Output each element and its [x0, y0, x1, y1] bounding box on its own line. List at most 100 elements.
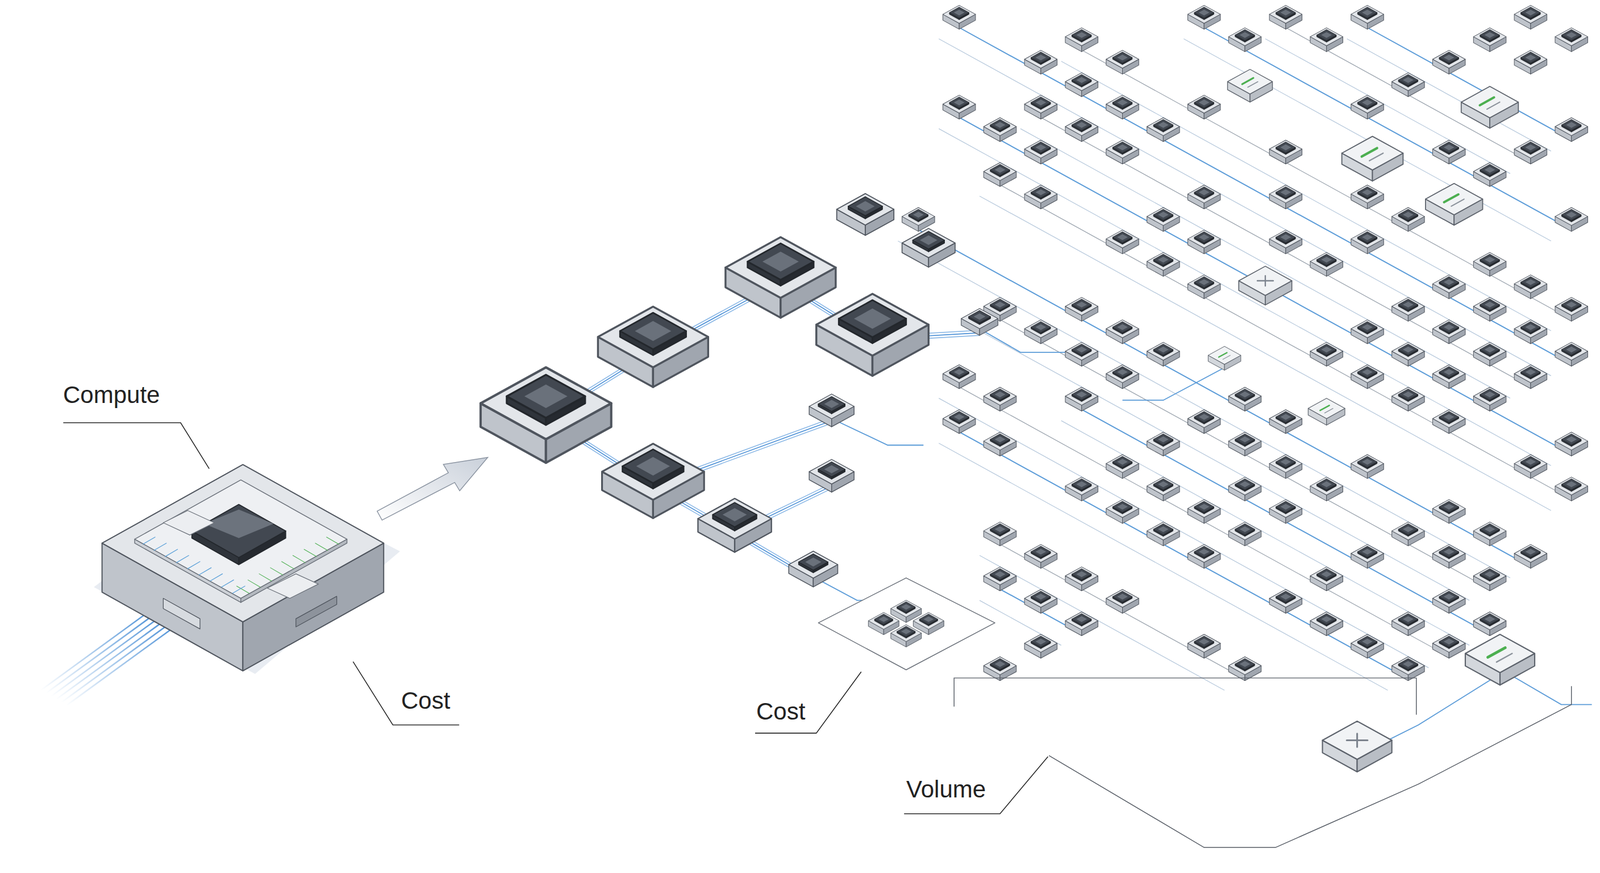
bus-wire [938, 38, 1552, 376]
chip-die [1280, 413, 1291, 420]
processor-chip [1316, 29, 1336, 41]
compute-module [1228, 656, 1261, 675]
compute-module [1187, 409, 1220, 428]
compute-module [1392, 386, 1425, 406]
chip-die [1157, 436, 1169, 443]
chip-die [1076, 76, 1087, 83]
compute-module [961, 308, 999, 329]
chip-die [1443, 144, 1455, 150]
port-mark [1222, 355, 1231, 360]
compute-module [1106, 319, 1139, 339]
compute-module [1269, 5, 1302, 24]
processor-chip [1194, 186, 1214, 198]
compute-module [1106, 499, 1139, 518]
chip-die [994, 301, 1006, 308]
compute-module [942, 409, 975, 428]
compute-module [1473, 521, 1506, 540]
processor-chip [1194, 97, 1214, 108]
chip-die [1280, 144, 1291, 150]
processor-chip [1153, 119, 1173, 131]
compute-module [1106, 589, 1139, 608]
chip-die [1280, 9, 1291, 16]
compute-module [1269, 589, 1302, 608]
chip-die [1280, 189, 1291, 195]
network-switch [1238, 265, 1292, 295]
processor-chip [990, 568, 1010, 580]
compute-module [1392, 611, 1425, 630]
port-mark [1369, 152, 1383, 161]
processor-chip [1439, 142, 1459, 153]
compute-module [1392, 297, 1425, 316]
trace-line [210, 573, 223, 582]
processor-chip [1031, 142, 1051, 153]
processor-chip [1357, 186, 1377, 198]
processor-chip [990, 388, 1010, 400]
chip-die [1035, 548, 1047, 554]
processor-chip [1194, 231, 1214, 243]
processor-chip [1194, 546, 1214, 557]
processor-chip [990, 523, 1010, 535]
compute-module [1065, 342, 1098, 361]
chip-die [1402, 76, 1414, 83]
bus-wire [938, 128, 1552, 466]
compute-module [1351, 5, 1384, 24]
compute-module [480, 367, 612, 439]
processor-chip [1112, 231, 1132, 243]
compute-module [983, 656, 1016, 675]
processor-chip [1561, 29, 1581, 41]
compute-module [1432, 50, 1465, 69]
chip-die [1361, 458, 1373, 465]
processor-chip [1153, 253, 1173, 265]
processor-chip [990, 434, 1010, 445]
chip-die [1484, 301, 1496, 308]
chip-die [1239, 481, 1251, 487]
scale-arrow [377, 457, 489, 520]
chip-die [994, 436, 1006, 443]
chip-die [1076, 481, 1087, 487]
group-outline [818, 577, 995, 670]
port-mark [1247, 81, 1258, 88]
wire-layer [546, 27, 1593, 756]
chip-die [1565, 211, 1577, 218]
chip-die [1035, 593, 1047, 599]
processor-chip [1194, 501, 1214, 512]
processor-chip [1521, 142, 1541, 153]
compute-module [1351, 364, 1384, 383]
processor-chip [919, 613, 938, 624]
chip-die [1525, 54, 1536, 61]
compute-module [1392, 656, 1425, 675]
bus-wire [831, 418, 924, 446]
port-mark [1496, 653, 1512, 662]
compute-module [1228, 27, 1261, 47]
trace-line [259, 573, 272, 582]
switch-icon [1356, 733, 1358, 748]
chip-die [1239, 436, 1251, 443]
status-light [1218, 352, 1227, 357]
compute-module [836, 193, 895, 225]
chip-die [824, 400, 840, 408]
trace-line [292, 555, 306, 563]
chip-die [1076, 615, 1087, 622]
processor-chip [1561, 298, 1581, 310]
chip-die [1525, 548, 1536, 554]
processor-chip [1112, 52, 1132, 64]
compute-module [1555, 431, 1588, 450]
processor-chip [1194, 276, 1214, 288]
processor-chip [1112, 501, 1132, 512]
processor-chip [949, 97, 969, 108]
processor-chip [1480, 164, 1500, 175]
processor-chip [912, 231, 945, 249]
compute-module [942, 364, 975, 383]
port-mark [1324, 408, 1333, 414]
chip-die [1280, 593, 1291, 599]
chip-die [1280, 234, 1291, 240]
chip-die [636, 456, 670, 476]
chip-die [1157, 211, 1169, 218]
chip-die [1117, 593, 1128, 599]
module-shadow [93, 471, 400, 674]
chip-die [994, 391, 1006, 398]
leader-line [755, 671, 862, 733]
chip-die [1321, 256, 1332, 263]
compute-module [1228, 386, 1261, 406]
processor-chip [798, 553, 828, 570]
